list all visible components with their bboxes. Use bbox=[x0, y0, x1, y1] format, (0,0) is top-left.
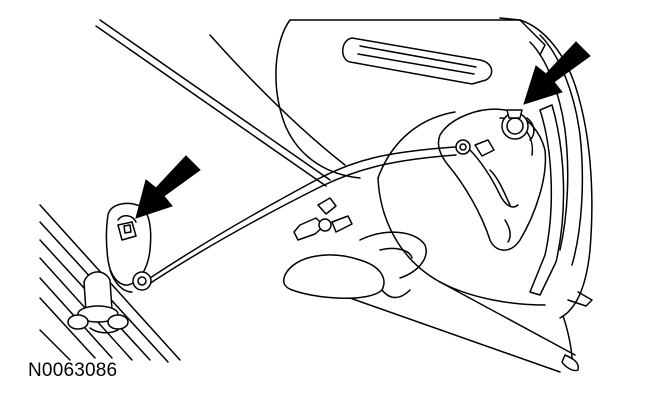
left-linkage-clip bbox=[117, 221, 137, 241]
callout-arrow-linkage-clip-left bbox=[135, 155, 201, 219]
callout-arrow-linkage-clip-right bbox=[523, 41, 591, 105]
linkage-rod bbox=[145, 146, 457, 287]
lower-panel-lines bbox=[349, 281, 576, 373]
right-cam-lever bbox=[437, 108, 547, 251]
housing-side-flange bbox=[499, 17, 593, 372]
left-bracket bbox=[105, 202, 152, 293]
wing-fastener bbox=[293, 197, 353, 241]
duct-cup bbox=[282, 231, 427, 299]
figure-code: N0063086 bbox=[28, 360, 118, 381]
housing-vent-slot bbox=[342, 37, 493, 85]
body-panel-lines bbox=[95, 19, 346, 187]
right-linkage-clip bbox=[501, 109, 535, 141]
connector-plug bbox=[67, 271, 129, 334]
